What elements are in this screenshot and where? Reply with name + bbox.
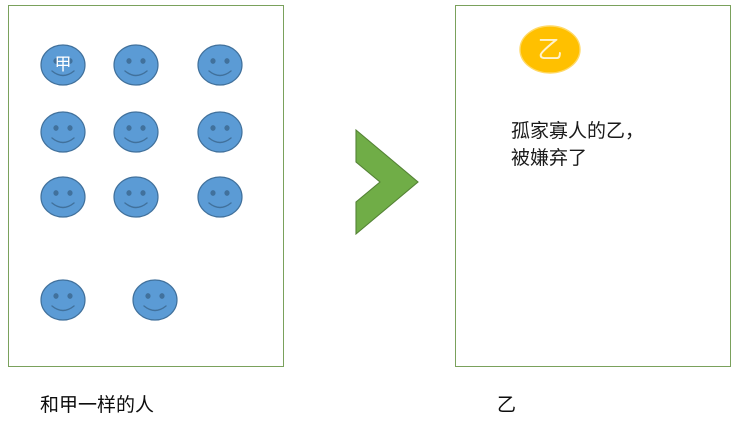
smiley-face[interactable] bbox=[113, 111, 159, 153]
smiley-face-icon bbox=[40, 111, 86, 153]
smiley-face-icon bbox=[197, 44, 243, 86]
smiley-face-icon bbox=[113, 176, 159, 218]
smiley-face[interactable] bbox=[113, 176, 159, 218]
ellipse-badge-icon bbox=[519, 25, 581, 74]
smiley-face[interactable] bbox=[113, 44, 159, 86]
smiley-face[interactable] bbox=[197, 44, 243, 86]
smiley-face-icon bbox=[132, 279, 178, 321]
smiley-face[interactable] bbox=[197, 176, 243, 218]
smiley-face[interactable] bbox=[197, 111, 243, 153]
right-panel-caption: 乙 bbox=[497, 394, 517, 416]
smiley-face[interactable] bbox=[40, 111, 86, 153]
lonely-person-text: 孤家寡人的乙， 被嫌弃了 bbox=[511, 120, 645, 169]
smiley-face-icon bbox=[113, 44, 159, 86]
smiley-face-icon bbox=[40, 176, 86, 218]
smiley-face[interactable] bbox=[40, 176, 86, 218]
smiley-face-icon bbox=[40, 279, 86, 321]
group-of-people-panel: 甲 bbox=[8, 5, 284, 367]
chevron-right-icon bbox=[355, 128, 419, 236]
smiley-face-jia[interactable]: 甲 bbox=[40, 44, 86, 86]
left-panel-caption: 和甲一样的人 bbox=[40, 394, 155, 416]
smiley-face-icon bbox=[40, 44, 86, 86]
smiley-face[interactable] bbox=[40, 279, 86, 321]
chevron-right-arrow bbox=[348, 126, 424, 238]
smiley-face[interactable] bbox=[132, 279, 178, 321]
lonely-person-panel bbox=[455, 5, 731, 367]
smiley-face-icon bbox=[113, 111, 159, 153]
smiley-face-icon bbox=[197, 111, 243, 153]
smiley-face-icon bbox=[197, 176, 243, 218]
yi-badge[interactable]: 乙 bbox=[519, 25, 581, 74]
